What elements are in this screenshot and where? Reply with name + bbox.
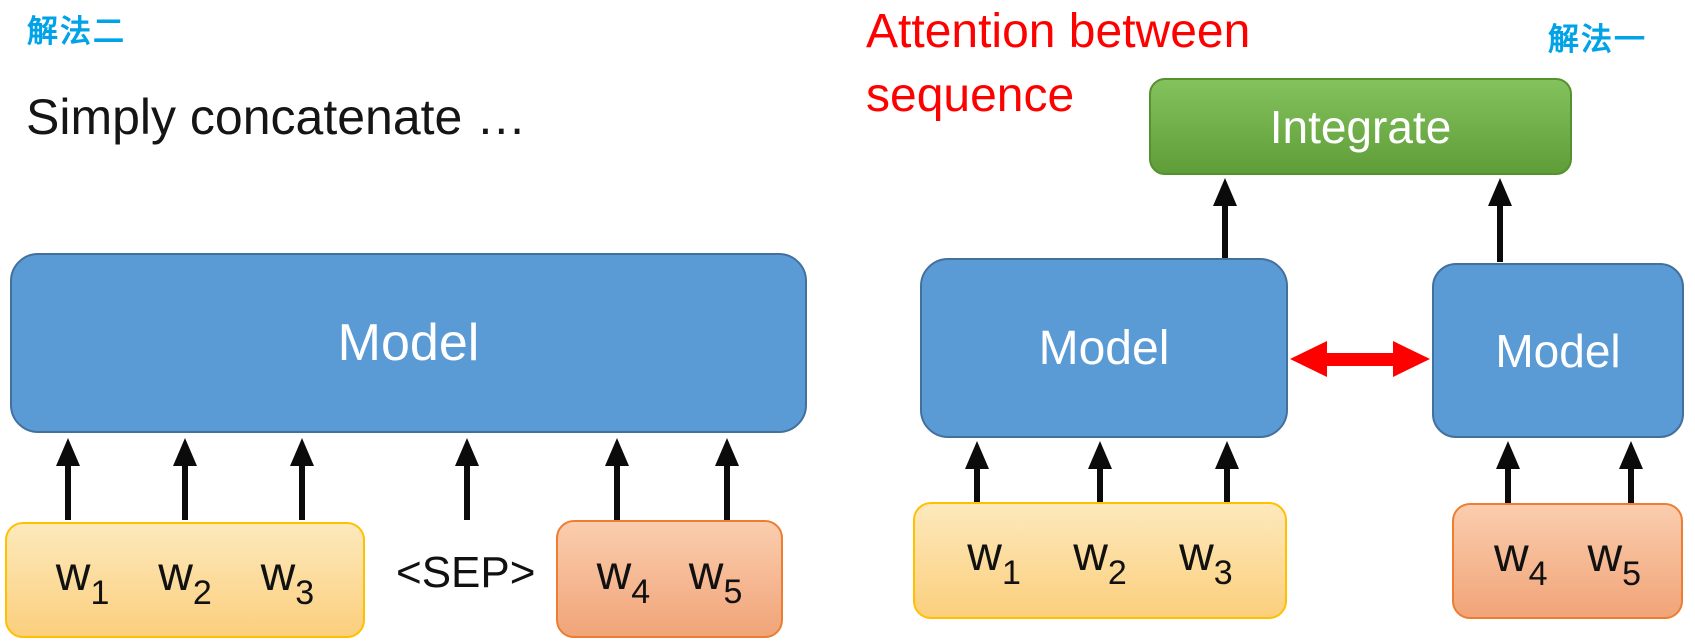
token-w5: w5 (1587, 528, 1642, 593)
token-w1: w1 (55, 547, 110, 612)
model-a-label: Model (1038, 321, 1170, 375)
concatenate-caption: Simply concatenate … (26, 89, 527, 145)
model-b-label: Model (1495, 324, 1621, 377)
model-b-box: Model (1432, 263, 1684, 438)
sep-token-label: <SEP> (396, 548, 536, 597)
sequence-a-box: w1 w2 w3 (913, 502, 1287, 619)
input-arrow-icon (1495, 441, 1521, 527)
input-arrow-icon (964, 441, 990, 527)
input-arrow-icon (172, 438, 198, 520)
integrate-label: Integrate (1269, 100, 1452, 153)
token-w5: w5 (688, 546, 743, 611)
token-w2: w2 (158, 547, 212, 612)
input-arrow-icon (1618, 441, 1644, 527)
token-w4: w4 (596, 546, 651, 611)
integrate-arrow-icon (1212, 178, 1238, 258)
input-arrow-icon (1214, 441, 1240, 527)
input-arrow-icon (289, 438, 315, 520)
integrate-box: Integrate (1149, 78, 1572, 175)
token-w3: w3 (1179, 528, 1233, 592)
model-a-box: Model (920, 258, 1288, 438)
token-w3: w3 (260, 547, 315, 612)
input-arrow-icon (454, 438, 480, 520)
concat-model-label: Model (337, 314, 480, 372)
sequence-a-box: w1 w2 w3 (5, 522, 365, 638)
solution-2-tag: 解法二 (27, 14, 126, 49)
token-w2: w2 (1073, 528, 1127, 592)
input-arrow-icon (604, 438, 630, 520)
input-arrow-icon (55, 438, 81, 520)
solution-1-tag: 解法一 (1548, 22, 1647, 57)
input-arrow-icon (714, 438, 740, 520)
sequence-b-box: w4 w5 (1452, 503, 1683, 619)
attention-double-arrow-icon (1290, 341, 1430, 377)
attention-heading: Attention between sequence (866, 5, 1251, 122)
token-w4: w4 (1493, 528, 1548, 593)
input-arrow-icon (1087, 441, 1113, 527)
sequence-b-box: w4 w5 (556, 520, 783, 638)
token-w1: w1 (967, 528, 1021, 592)
concat-model-box: Model (10, 253, 807, 433)
integrate-arrow-icon (1487, 178, 1513, 262)
